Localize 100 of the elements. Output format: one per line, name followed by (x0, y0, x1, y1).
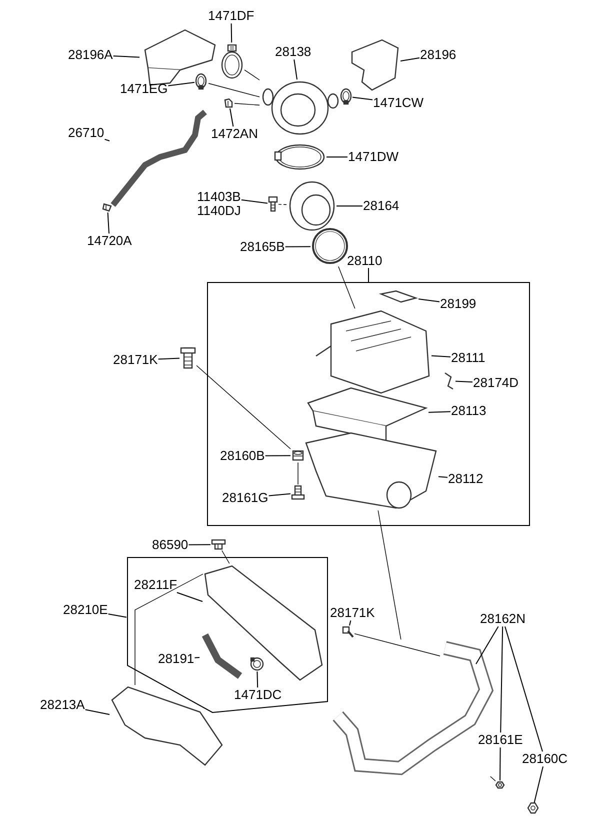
leader-line (194, 657, 200, 658)
screw-drawing (268, 196, 278, 212)
guide-line (338, 266, 356, 309)
leader-line (326, 156, 348, 158)
nut-drawing (496, 781, 504, 789)
part-number: 28213A (40, 698, 85, 712)
part-number: 1471DF (208, 9, 254, 23)
part-number: 1140DJ (197, 204, 241, 218)
leader-line (349, 620, 352, 626)
guide-line (244, 70, 260, 80)
bolt-drawing (342, 626, 354, 638)
part-number: 28171K (330, 606, 375, 620)
guide-line (490, 776, 496, 782)
part-number: 1471DW (348, 150, 399, 164)
leader-line (230, 108, 234, 127)
leader-line (176, 592, 203, 602)
guide-line (354, 633, 440, 656)
bracket-drawing (203, 564, 324, 682)
air-filter-drawing (306, 386, 428, 443)
leader-line (284, 246, 311, 248)
air-cleaner-cover-drawing (313, 309, 431, 395)
clip-drawing (102, 202, 113, 212)
part-number: 1471CW (373, 96, 424, 110)
part-number: 28196 (420, 48, 456, 62)
leader-line (500, 747, 501, 781)
leader-line (107, 212, 110, 234)
part-number: 28164 (363, 199, 400, 213)
leader-line (500, 626, 504, 733)
leader-line (352, 96, 373, 100)
part-number: 28111 (451, 351, 486, 365)
shield-drawing (110, 685, 224, 767)
assembly-frame (207, 282, 530, 526)
leader-line (230, 23, 232, 43)
part-number: 28191 (158, 652, 194, 666)
part-number: 28162N (480, 612, 526, 626)
part-number: 14720A (87, 234, 132, 248)
guide-line (134, 574, 204, 686)
part-number: 26710 (68, 126, 104, 140)
part-number: 28160C (522, 752, 568, 766)
nut-drawing (528, 803, 538, 813)
part-number: 1472AN (211, 127, 258, 141)
part-number: 28196A (68, 48, 113, 62)
part-number: 1471EG (120, 82, 168, 96)
clamp-drawing (274, 143, 326, 171)
part-number: 28210E (63, 603, 108, 617)
clip-drawing (443, 371, 455, 391)
part-number: 28138 (275, 45, 312, 59)
bolt-drawing (291, 485, 305, 501)
part-number: 1471DC (234, 688, 282, 702)
guide-line (196, 365, 291, 450)
part-number: 28165B (240, 240, 285, 254)
leader-line (112, 56, 140, 58)
leader-line (84, 709, 110, 715)
clamp-drawing (340, 88, 352, 105)
part-number: 28199 (440, 297, 476, 311)
leader-line (418, 298, 440, 302)
guide-line (278, 204, 288, 206)
leader-line (188, 544, 211, 546)
leader-line (368, 268, 369, 282)
assembly-frame (127, 557, 327, 713)
part-number: 28171K (113, 353, 158, 367)
guide-line (222, 550, 230, 564)
part-number: 11403B (197, 190, 241, 204)
label-sticker-drawing (379, 289, 418, 304)
guide-line (378, 510, 402, 640)
leader-line (455, 380, 473, 382)
part-number: 28211F (134, 578, 178, 592)
clamp-drawing (250, 657, 264, 671)
sensor-drawing (288, 180, 336, 232)
grommet-drawing (291, 449, 305, 462)
leader-line (438, 476, 448, 478)
leader-line (158, 358, 180, 360)
part-number: 28113 (451, 404, 486, 418)
part-number: 28174D (473, 376, 519, 390)
leader-line (504, 626, 543, 752)
part-number: 86590 (152, 538, 188, 552)
part-number: 28110 (347, 254, 382, 268)
leader-line (431, 355, 451, 358)
leader-line (240, 199, 268, 204)
part-number: 28112 (448, 472, 484, 486)
leader-line (256, 671, 258, 688)
bolt-drawing (211, 539, 226, 550)
clamp-drawing (220, 43, 244, 80)
leader-line (268, 493, 291, 496)
guide-line (234, 103, 260, 106)
clip-drawing (224, 98, 234, 108)
part-number: 28161G (222, 491, 268, 505)
leader-line (168, 82, 195, 86)
clamp-drawing (195, 73, 208, 90)
bolt-drawing (180, 346, 196, 370)
leader-line (108, 614, 127, 618)
leader-line (428, 411, 451, 413)
part-number: 28160B (220, 449, 265, 463)
leader-line (104, 138, 110, 142)
leader-line (294, 59, 298, 80)
leader-line (400, 57, 420, 62)
air-duct-drawing (350, 38, 400, 92)
leader-line (476, 626, 499, 664)
guide-line (208, 83, 260, 98)
part-number: 28161E (478, 733, 523, 747)
